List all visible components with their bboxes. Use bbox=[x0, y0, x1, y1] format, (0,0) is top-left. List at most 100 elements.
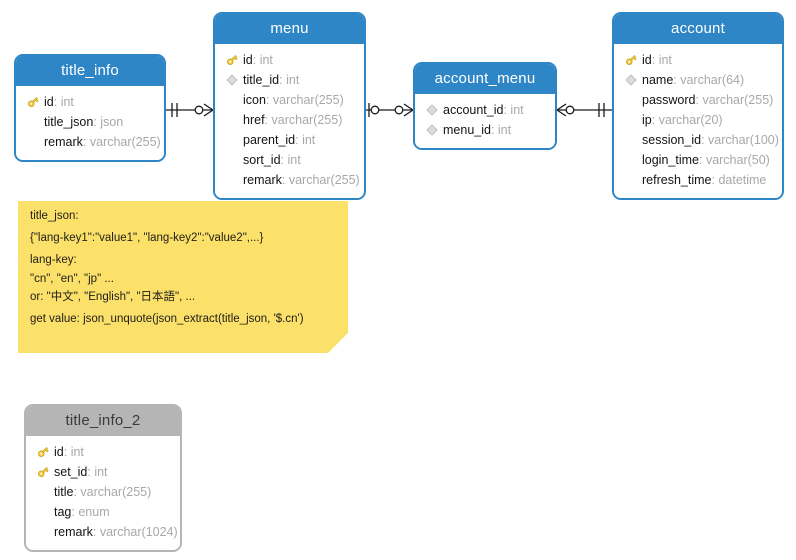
field-row[interactable]: title_id: int bbox=[215, 70, 364, 90]
field-type: : datetime bbox=[711, 173, 767, 187]
field-row[interactable]: href: varchar(255) bbox=[215, 110, 364, 130]
field-name: icon bbox=[243, 93, 266, 107]
relationship-menu-account_menu[interactable] bbox=[366, 103, 414, 117]
field-name: title_id bbox=[243, 73, 280, 87]
field-row[interactable]: sort_id: int bbox=[215, 150, 364, 170]
note-line: "cn", "en", "jp" ... bbox=[30, 272, 114, 285]
field-row[interactable]: login_time: varchar(50) bbox=[614, 150, 782, 170]
field-name: id bbox=[44, 95, 54, 109]
field-row[interactable]: id: int bbox=[26, 442, 180, 462]
entity-menu[interactable]: menu id: int bbox=[213, 12, 366, 200]
field-row[interactable]: remark: varchar(1024) bbox=[26, 522, 180, 542]
field-row[interactable]: name: varchar(64) bbox=[614, 70, 782, 90]
field-row[interactable]: password: varchar(255) bbox=[614, 90, 782, 110]
field-row[interactable]: id: int bbox=[614, 50, 782, 70]
no-key-icon bbox=[34, 523, 52, 541]
field-name: ip bbox=[642, 113, 652, 127]
primary-key-icon bbox=[622, 51, 640, 69]
field-row[interactable]: session_id: varchar(100) bbox=[614, 130, 782, 150]
field-type: : varchar(50) bbox=[698, 153, 770, 167]
entity-title-menu: menu bbox=[215, 14, 364, 44]
field-name: title_json bbox=[44, 115, 94, 129]
field-type: : varchar(255) bbox=[264, 113, 343, 127]
field-name: id bbox=[243, 53, 253, 67]
field-type: : int bbox=[252, 53, 273, 67]
field-type: : int bbox=[651, 53, 672, 67]
field-type: : int bbox=[279, 73, 300, 87]
field-type: : int bbox=[490, 123, 512, 137]
field-name: remark bbox=[44, 135, 83, 149]
no-key-icon bbox=[223, 111, 241, 129]
entity-title-title_info: title_info bbox=[16, 56, 164, 86]
field-row[interactable]: title: varchar(255) bbox=[26, 482, 180, 502]
field-row[interactable]: remark: varchar(255) bbox=[215, 170, 364, 190]
field-name: menu_id bbox=[443, 123, 491, 137]
field-name: password bbox=[642, 93, 696, 107]
field-name: parent_id bbox=[243, 133, 296, 147]
entity-fields-account_menu: account_id: int menu_id: int bbox=[415, 94, 555, 148]
note-fold-corner-icon bbox=[328, 333, 348, 353]
no-key-icon bbox=[223, 171, 241, 189]
relationship-account_menu-account[interactable] bbox=[556, 103, 612, 117]
entity-title_info[interactable]: title_info id: int titl bbox=[14, 54, 166, 162]
field-row[interactable]: title_json: json bbox=[16, 112, 164, 132]
note-line: or: "中文", "English", "日本語", ... bbox=[30, 290, 196, 303]
field-name: refresh_time bbox=[642, 173, 712, 187]
field-row[interactable]: icon: varchar(255) bbox=[215, 90, 364, 110]
field-type: : int bbox=[87, 465, 108, 479]
no-key-icon bbox=[622, 111, 640, 129]
field-type: : int bbox=[295, 133, 316, 147]
field-name: id bbox=[54, 445, 64, 459]
primary-key-icon bbox=[34, 463, 52, 481]
field-name: title bbox=[54, 485, 74, 499]
field-row[interactable]: menu_id: int bbox=[415, 120, 555, 140]
field-type: : int bbox=[63, 445, 84, 459]
field-type: : varchar(255) bbox=[695, 93, 774, 107]
field-name: set_id bbox=[54, 465, 88, 479]
relationship-title_info-menu[interactable] bbox=[166, 103, 214, 117]
field-row[interactable]: parent_id: int bbox=[215, 130, 364, 150]
no-key-icon bbox=[24, 113, 42, 131]
field-name: name bbox=[642, 73, 674, 87]
field-row[interactable]: remark: varchar(255) bbox=[16, 132, 164, 152]
no-key-icon bbox=[24, 133, 42, 151]
entity-title_info_2[interactable]: title_info_2 id: int bbox=[24, 404, 182, 552]
field-row[interactable]: tag: enum bbox=[26, 502, 180, 522]
sticky-note-title_json[interactable]: title_json: {"lang-key1":"value1", "lang… bbox=[18, 201, 348, 353]
field-row[interactable]: ip: varchar(20) bbox=[614, 110, 782, 130]
field-row[interactable]: account_id: int bbox=[415, 100, 555, 120]
field-type: : enum bbox=[71, 505, 110, 519]
field-name: tag bbox=[54, 505, 72, 519]
field-row[interactable]: id: int bbox=[16, 92, 164, 112]
field-type: : varchar(255) bbox=[82, 135, 161, 149]
field-row[interactable]: refresh_time: datetime bbox=[614, 170, 782, 190]
field-name: remark bbox=[243, 173, 282, 187]
no-key-icon bbox=[622, 171, 640, 189]
field-type: : varchar(100) bbox=[701, 133, 779, 147]
field-type: : varchar(255) bbox=[281, 173, 360, 187]
foreign-key-icon bbox=[223, 71, 241, 89]
note-line: title_json: bbox=[30, 210, 79, 222]
no-key-icon bbox=[223, 151, 241, 169]
entity-account_menu[interactable]: account_menu account_id: int menu_id: in… bbox=[413, 62, 557, 150]
field-name: id bbox=[642, 53, 652, 67]
field-name: session_id bbox=[642, 133, 702, 147]
no-key-icon bbox=[34, 503, 52, 521]
field-type: : int bbox=[503, 103, 524, 117]
entity-fields-account: id: int name: varchar(64) password: varc… bbox=[614, 44, 782, 198]
field-name: account_id bbox=[443, 103, 504, 117]
field-name: login_time bbox=[642, 153, 699, 167]
foreign-key-icon bbox=[423, 101, 441, 119]
note-line: lang-key: bbox=[30, 254, 77, 267]
entity-account[interactable]: account id: int bbox=[612, 12, 784, 200]
field-type: : int bbox=[53, 95, 74, 109]
no-key-icon bbox=[622, 131, 640, 149]
field-row[interactable]: id: int bbox=[215, 50, 364, 70]
field-type: : varchar(64) bbox=[673, 73, 745, 87]
field-row[interactable]: set_id: int bbox=[26, 462, 180, 482]
no-key-icon bbox=[622, 151, 640, 169]
field-name: remark bbox=[54, 525, 93, 539]
no-key-icon bbox=[622, 91, 640, 109]
